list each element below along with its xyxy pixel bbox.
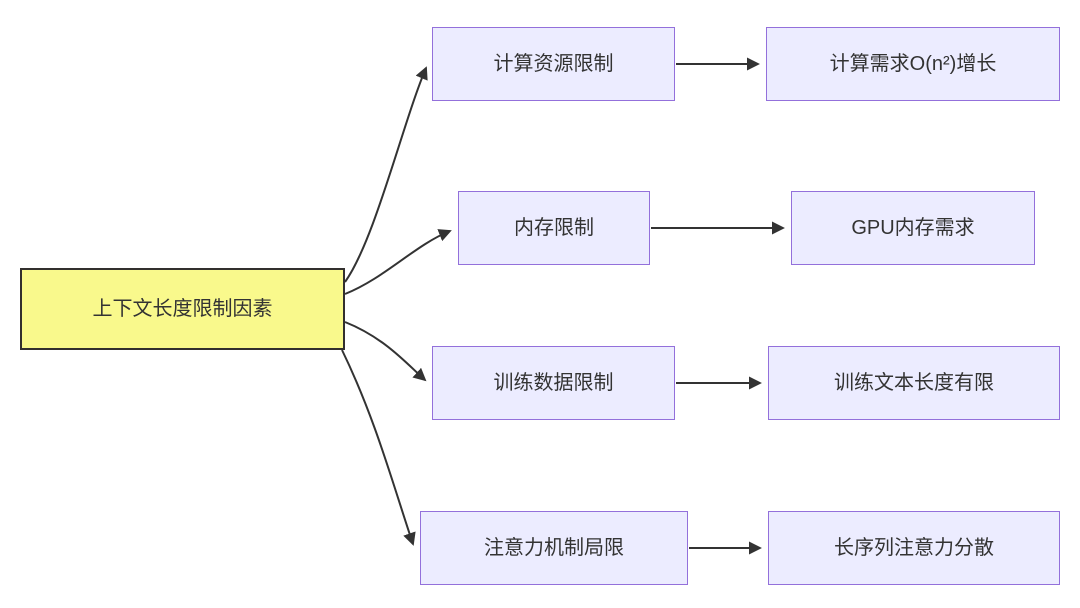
node-label: GPU内存需求 — [851, 217, 975, 239]
node-attention-mechanism-limitation: 注意力机制局限 — [420, 511, 688, 585]
node-label: 计算需求O(n²)增长 — [829, 53, 997, 75]
node-training-text-length-limited: 训练文本长度有限 — [768, 346, 1060, 420]
node-label: 注意力机制局限 — [484, 537, 624, 559]
node-label: 训练数据限制 — [493, 372, 614, 394]
edge-root-to-branch-2 — [344, 229, 452, 295]
node-long-sequence-attention-dispersion: 长序列注意力分散 — [768, 511, 1060, 585]
node-memory-limit: 内存限制 — [458, 191, 650, 265]
node-training-data-limit: 训练数据限制 — [432, 346, 675, 420]
node-label: 长序列注意力分散 — [834, 537, 994, 559]
node-compute-resource-limit: 计算资源限制 — [432, 27, 675, 101]
node-gpu-memory-demand: GPU内存需求 — [791, 191, 1035, 265]
node-label: 训练文本长度有限 — [834, 372, 994, 394]
root-node-label: 上下文长度限制因素 — [92, 298, 273, 320]
edge-root-to-branch-1 — [344, 66, 428, 283]
node-label: 计算资源限制 — [493, 53, 614, 75]
node-compute-demand-growth: 计算需求O(n²)增长 — [766, 27, 1060, 101]
node-label: 内存限制 — [514, 217, 594, 239]
edge-root-to-branch-4 — [341, 349, 416, 546]
edge-root-to-branch-3 — [344, 321, 427, 382]
root-node: 上下文长度限制因素 — [20, 268, 345, 350]
